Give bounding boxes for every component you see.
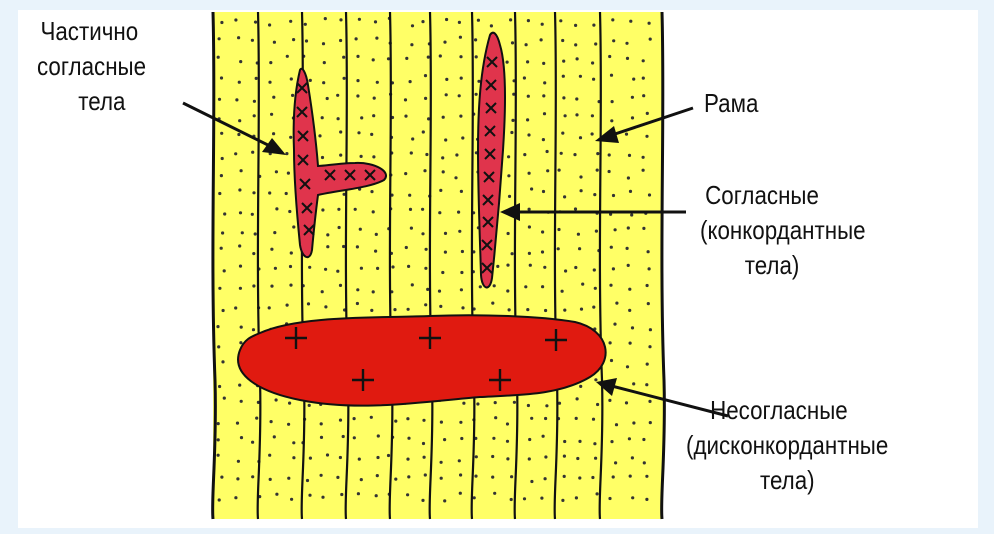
label-partial-line3: тела: [37, 84, 146, 119]
label-frame-line1: Рама: [704, 86, 758, 121]
label-concordant-line2: (конкордантные: [700, 213, 866, 248]
label-discordant-line3: тела): [686, 463, 888, 498]
discordant-body: [238, 315, 606, 405]
label-partial-line1: Частично: [37, 14, 146, 49]
label-concordant-line3: тела): [700, 248, 866, 283]
label-discordant: Несогласные (дисконкордантные тела): [686, 393, 888, 498]
label-partially-concordant: Частично согласные тела: [37, 14, 146, 119]
label-frame: Рама: [704, 86, 758, 121]
label-concordant-line1: Согласные: [700, 178, 866, 213]
label-concordant: Согласные (конкордантные тела): [700, 178, 866, 283]
label-discordant-line2: (дисконкордантные: [686, 428, 888, 463]
label-partial-line2: согласные: [37, 49, 146, 84]
label-discordant-line1: Несогласные: [686, 393, 888, 428]
